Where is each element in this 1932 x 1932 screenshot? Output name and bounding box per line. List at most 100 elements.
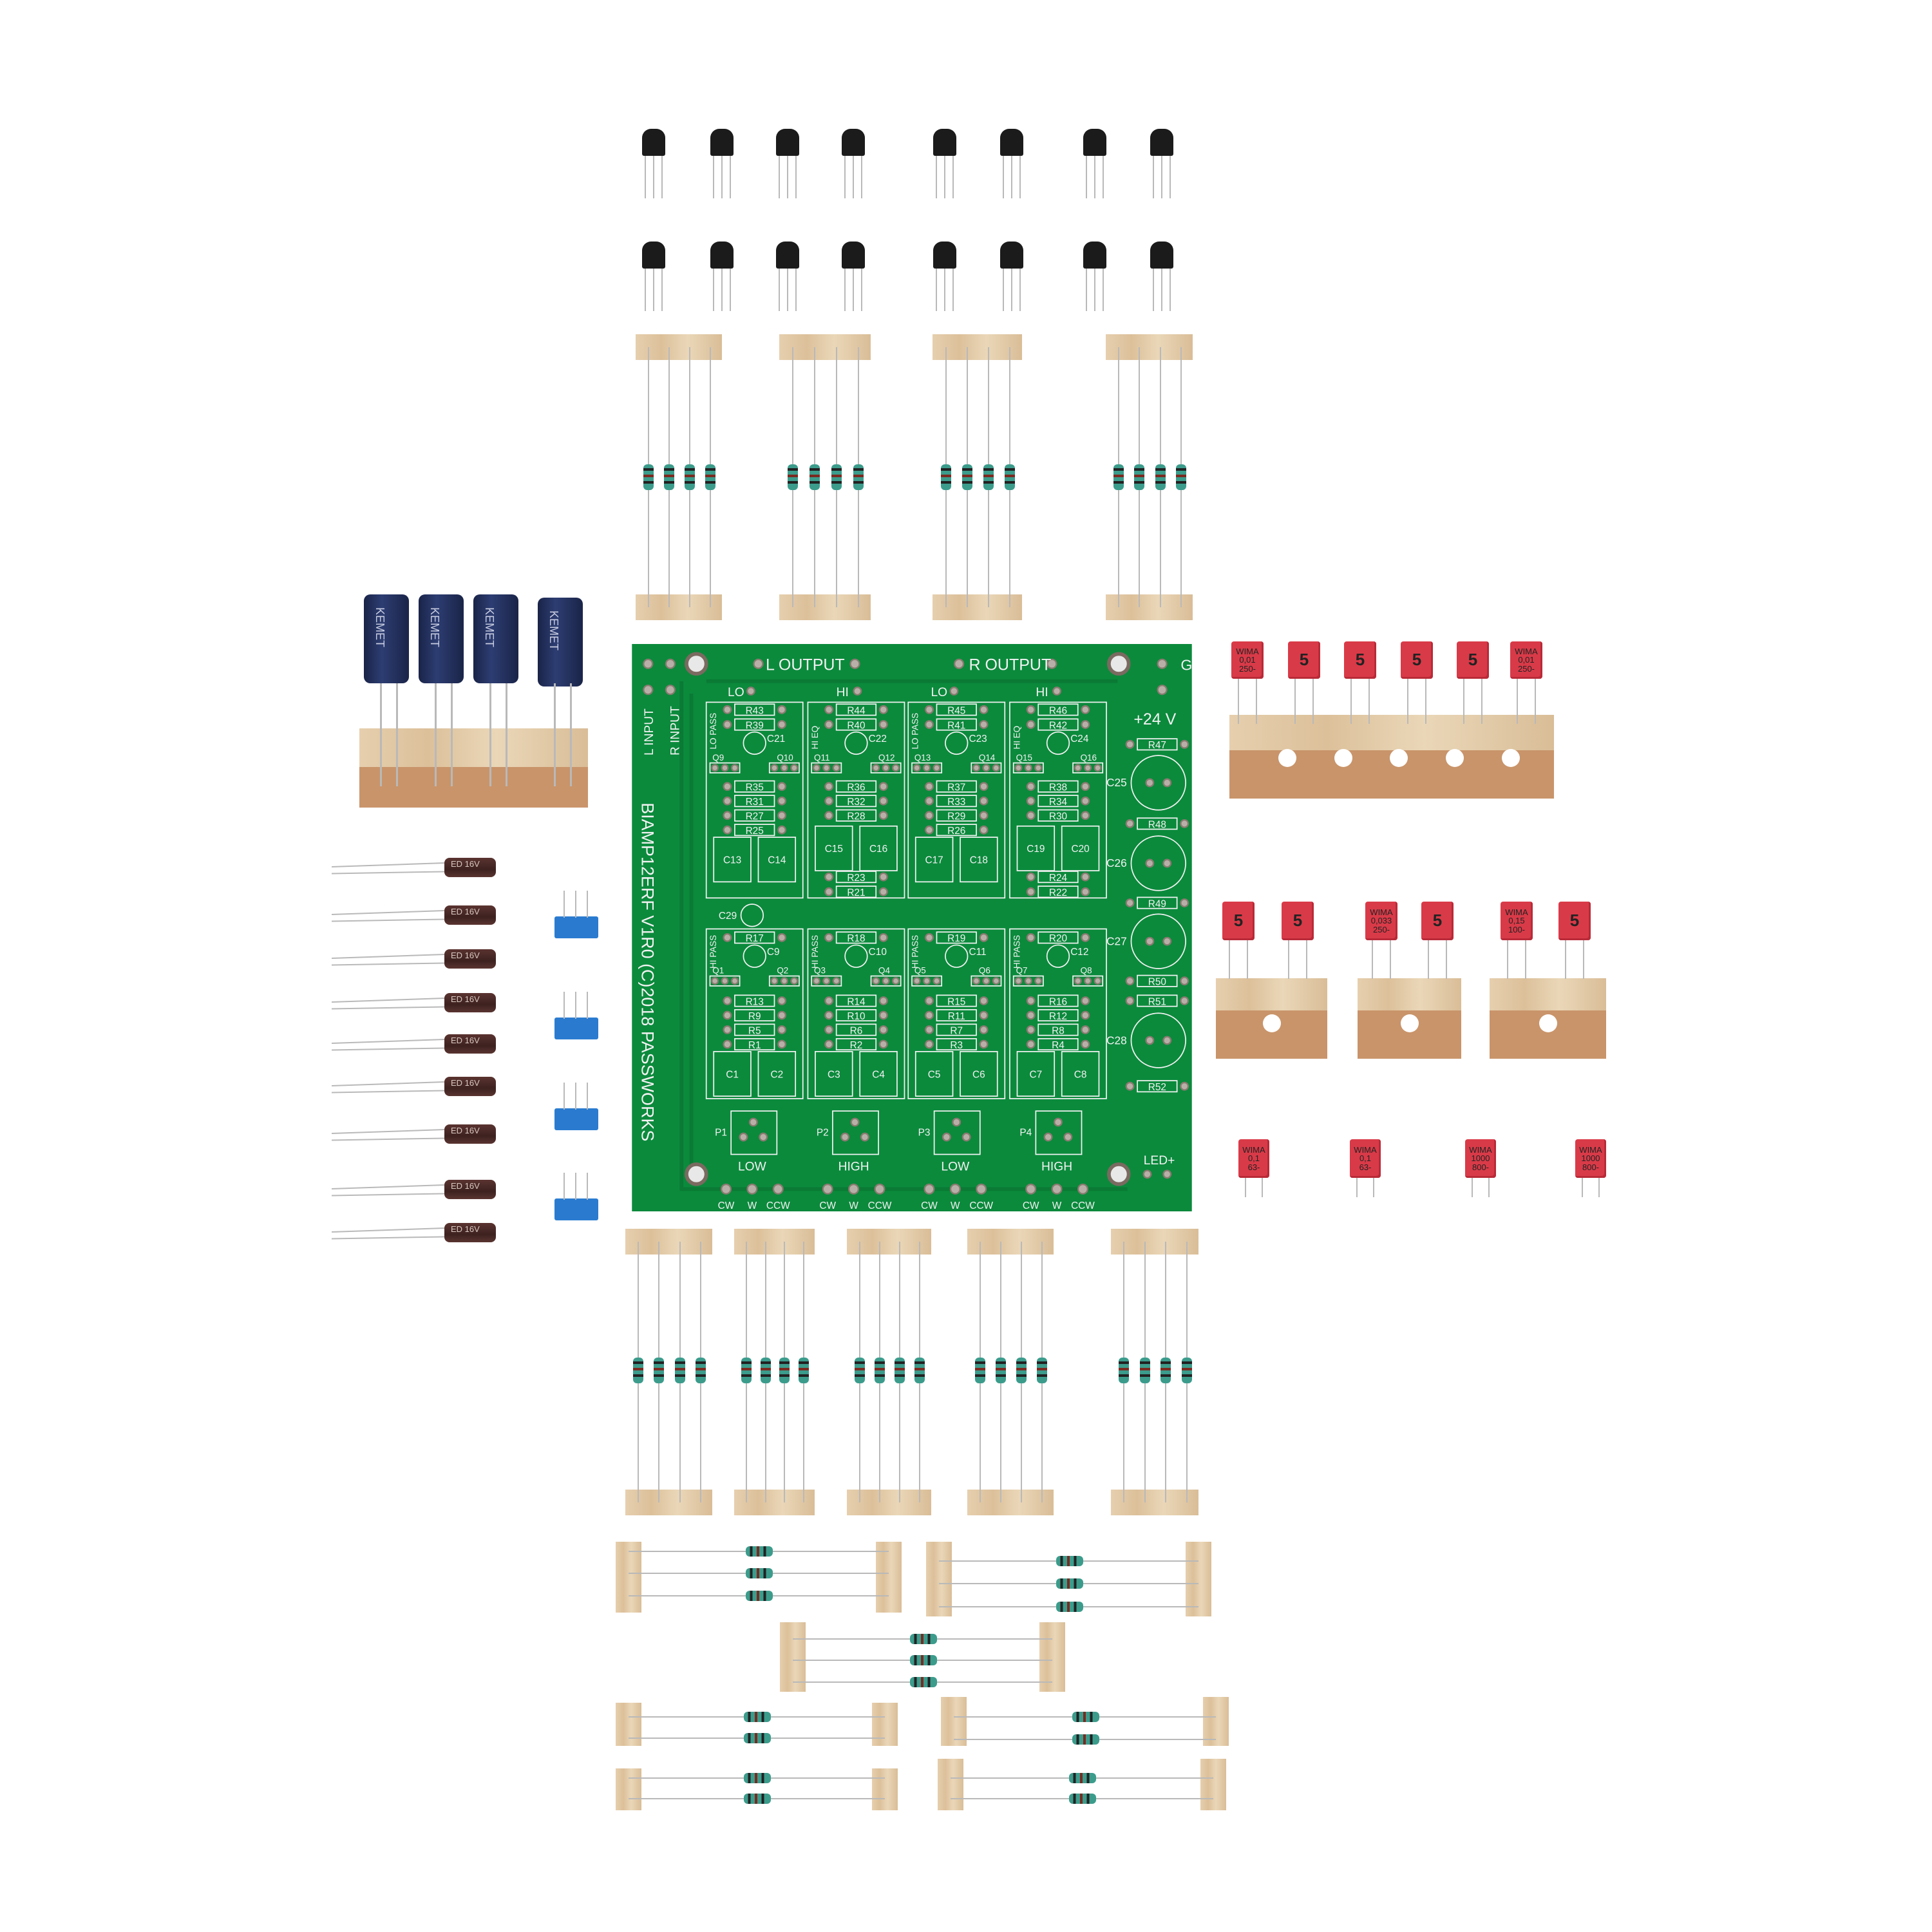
transistor-lead: [795, 156, 797, 198]
solder-pad: [721, 764, 729, 772]
capacitor-label: C13: [723, 855, 741, 866]
transistor-lead: [721, 269, 723, 311]
film-capacitor: 5: [1558, 902, 1591, 940]
solder-pad: [777, 1039, 786, 1049]
solder-pad: [790, 977, 799, 985]
solder-pad: [925, 1025, 934, 1034]
tape-strip: [872, 1703, 898, 1747]
solder-pad: [730, 764, 739, 772]
solder-pad: [824, 872, 834, 882]
solder-pad: [723, 996, 732, 1005]
resistor-label: R29: [947, 811, 965, 822]
solder-pad: [979, 825, 989, 835]
transistor-lead: [645, 156, 646, 198]
capacitor-marking: ED 16V: [451, 1036, 480, 1045]
transistor-lead: [1170, 156, 1171, 198]
transistor-lead: [653, 156, 654, 198]
capacitor-lead: [331, 1193, 445, 1197]
capacitor-lead: [1425, 679, 1426, 724]
circuit-block-outline: [907, 928, 1006, 1099]
solder-pad: [1063, 1132, 1073, 1142]
tape-strip: [1358, 978, 1461, 1010]
sprocket-hole: [1502, 749, 1520, 767]
capacitor-footprint: [1061, 825, 1100, 871]
resistor-footprint: [936, 1037, 977, 1051]
tape-strip: [1111, 1490, 1198, 1515]
solder-pad: [925, 811, 934, 820]
capacitor-marking: ED 16V: [451, 907, 480, 916]
pot-pin-label: CW: [921, 1200, 938, 1211]
sprocket-hole: [1446, 749, 1464, 767]
transistor-label: Q11: [814, 753, 829, 762]
solder-pad: [723, 705, 732, 714]
solder-pad: [723, 1039, 732, 1049]
solder-pad: [1026, 996, 1036, 1005]
tape-strip: [1185, 1542, 1211, 1616]
resistor-footprint: [734, 1037, 775, 1051]
tape-strip: [926, 1542, 952, 1616]
resistor-footprint: [1137, 1080, 1178, 1093]
solder-pad: [1026, 1025, 1036, 1034]
capacitor-label: C9: [767, 947, 780, 958]
capacitor-footprint: [1061, 1050, 1100, 1097]
solder-pad: [982, 764, 990, 772]
sprocket-hole: [1390, 749, 1408, 767]
solder-pad: [1162, 1170, 1172, 1179]
resistor-footprint: [936, 1023, 977, 1036]
capacitor-lead: [1306, 940, 1307, 979]
solder-pad: [777, 796, 786, 806]
tape-strip: [1216, 978, 1327, 1010]
capacitor-lead: [1481, 679, 1482, 724]
resistor-label: R2: [850, 1040, 863, 1051]
solder-pad: [790, 764, 799, 772]
capacitor-lead: [331, 1137, 445, 1141]
capacitor-lead: [1428, 940, 1429, 979]
solder-pad: [643, 685, 654, 696]
transistor-lead: [1003, 156, 1004, 198]
transistor-footprint: [768, 975, 800, 987]
solder-pad: [1024, 764, 1032, 772]
potentiometer-label: HIGH: [1041, 1160, 1072, 1174]
resistor-body: [853, 464, 864, 490]
solder-pad: [878, 933, 888, 942]
transistor-label: Q3: [814, 966, 826, 976]
transistor-lead: [721, 156, 723, 198]
transistor-footprint: [971, 762, 1002, 773]
solder-pad: [942, 1132, 951, 1142]
block-tag: HI PASS: [708, 935, 718, 969]
capacitor-lead: [1256, 679, 1257, 724]
resistor-body: [743, 1712, 771, 1723]
resistor-body: [961, 464, 972, 490]
tape-strip: [941, 1696, 967, 1747]
capacitor-lead: [331, 962, 445, 966]
resistor-label: R40: [847, 720, 865, 731]
solder-pad: [1081, 811, 1090, 820]
resistor-footprint: [936, 931, 977, 944]
solder-pad: [824, 1010, 834, 1020]
tape-strip: [847, 1490, 931, 1515]
capacitor-label: C20: [1071, 844, 1089, 855]
resistor-body: [743, 1794, 771, 1804]
resistor-footprint: [734, 780, 775, 793]
solder-pad: [822, 1183, 833, 1195]
resistor-footprint: [734, 1009, 775, 1022]
capacitor-lead: [332, 1081, 444, 1087]
solder-pad: [1180, 819, 1189, 828]
pot-pin-label: W: [951, 1200, 960, 1211]
resistor-footprint: [936, 718, 977, 731]
resistor-footprint: [1137, 994, 1178, 1007]
solder-pad: [824, 720, 834, 729]
capacitor-marking: 250-: [1238, 663, 1256, 674]
solder-pad: [711, 977, 719, 985]
transistor-label: Q1: [712, 966, 724, 976]
tape-strip: [780, 1622, 806, 1692]
solder-pad: [720, 1183, 732, 1195]
resistor-label: R24: [1049, 873, 1068, 884]
capacitor-marking: 5: [1233, 911, 1244, 931]
transistor: [842, 129, 865, 156]
resistor-footprint: [835, 931, 877, 944]
transistor-label: Q9: [712, 753, 724, 762]
solder-pad: [824, 1025, 834, 1034]
